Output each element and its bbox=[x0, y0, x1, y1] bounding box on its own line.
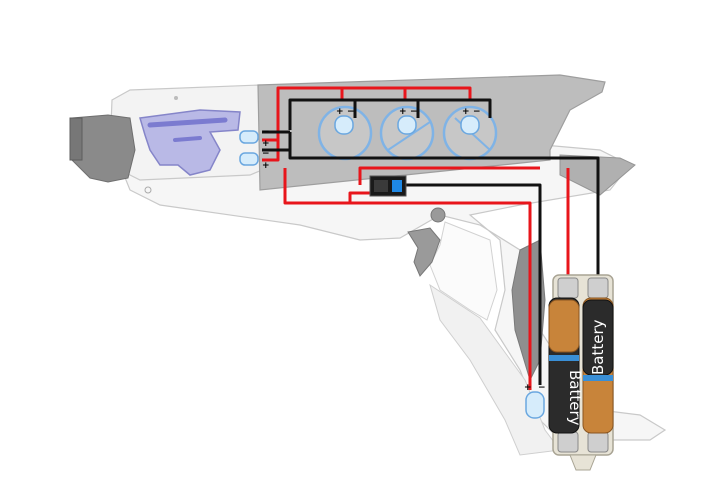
led-5-minus: − bbox=[262, 149, 270, 159]
terminal-top-left bbox=[557, 277, 579, 299]
screw-1 bbox=[144, 186, 152, 194]
led-4-minus: − bbox=[262, 127, 270, 137]
red-wire-switch bbox=[358, 166, 540, 185]
chamber-channel-2 bbox=[173, 136, 202, 142]
led-3-minus: − bbox=[473, 107, 481, 117]
led-6-minus: − bbox=[538, 383, 546, 393]
battery-pack: Battery Battery bbox=[548, 274, 614, 471]
led-top-2: + − bbox=[397, 107, 418, 135]
leds: + − + − + − − + − + + − bbox=[239, 107, 546, 419]
black-wire-switch bbox=[405, 183, 542, 385]
trigger bbox=[407, 227, 441, 277]
terminal-bottom-left bbox=[557, 431, 579, 453]
barrel bbox=[71, 114, 136, 183]
grip-panel bbox=[429, 221, 498, 321]
led-2-minus: − bbox=[410, 107, 418, 117]
screw-2 bbox=[174, 96, 178, 100]
led-4-plus: + bbox=[262, 139, 270, 149]
battery-1-label: Battery bbox=[566, 370, 584, 426]
terminal-top-right bbox=[587, 277, 609, 299]
power-switch bbox=[369, 175, 407, 197]
led-side-upper: − + bbox=[239, 127, 270, 149]
red-wire-top-bus bbox=[276, 86, 472, 140]
switch-toggle bbox=[392, 180, 402, 192]
led-2-plus: + bbox=[399, 107, 407, 117]
wires bbox=[262, 86, 600, 390]
led-top-1: + − bbox=[334, 107, 355, 135]
chamber-channel bbox=[147, 117, 228, 128]
battery-1: Battery bbox=[548, 297, 584, 434]
red-wire-led-link bbox=[262, 138, 280, 162]
led-3-plus: + bbox=[462, 107, 470, 117]
led-1-minus: − bbox=[347, 107, 355, 117]
barrel-tip bbox=[69, 117, 83, 161]
led-6-plus: + bbox=[524, 383, 532, 393]
red-wire-main bbox=[283, 168, 532, 390]
led-top-3: + − bbox=[460, 107, 481, 135]
holder-tab bbox=[569, 454, 597, 471]
battery-2: Battery bbox=[582, 297, 614, 434]
battery-2-label: Battery bbox=[589, 319, 607, 375]
led-1-plus: + bbox=[336, 107, 344, 117]
window-crossbar-2 bbox=[387, 121, 431, 151]
black-wire-main bbox=[288, 150, 600, 275]
trigger-pivot bbox=[430, 207, 446, 223]
black-wire-top-bus bbox=[288, 98, 492, 130]
led-side-lower: − + bbox=[239, 149, 270, 171]
terminal-bottom-right bbox=[587, 431, 609, 453]
led-5-plus: + bbox=[262, 161, 270, 171]
led-grip: + − bbox=[524, 383, 546, 419]
